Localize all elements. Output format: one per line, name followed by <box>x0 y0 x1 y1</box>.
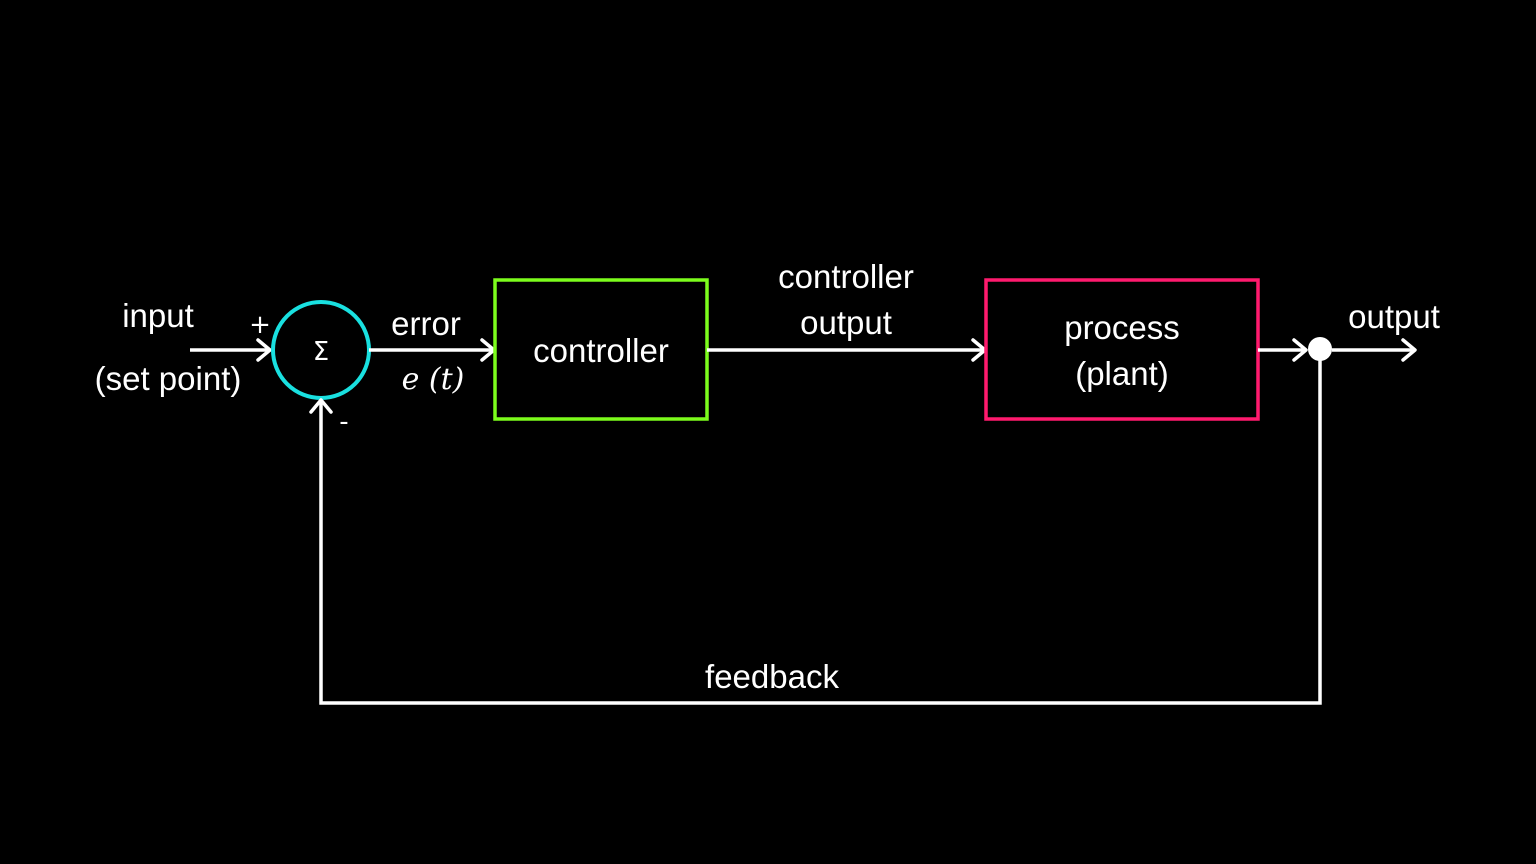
controller-output-label-line2: output <box>800 304 892 341</box>
sigma-symbol: Σ <box>313 337 329 367</box>
controller-label: controller <box>533 332 669 369</box>
output-label: output <box>1348 298 1440 335</box>
process-output-arrowhead <box>1292 338 1308 362</box>
controller-output-label-line1: controller <box>778 258 914 295</box>
feedback-wire <box>319 360 1322 705</box>
feedback-arrowhead <box>309 398 333 414</box>
branch-point <box>1308 337 1332 361</box>
output-arrowhead <box>1401 338 1417 362</box>
error-label: error <box>391 305 461 342</box>
process-block <box>984 278 1260 421</box>
input-label: input <box>122 297 194 334</box>
set-point-label: (set point) <box>95 360 242 397</box>
process-label: process <box>1064 309 1180 346</box>
input-arrowhead <box>256 338 272 362</box>
error-math-label: e (t) <box>402 362 465 397</box>
plus-sign: + <box>249 310 271 340</box>
feedback-label: feedback <box>705 658 839 695</box>
plant-label: (plant) <box>1075 355 1169 392</box>
minus-sign: - <box>339 407 348 437</box>
